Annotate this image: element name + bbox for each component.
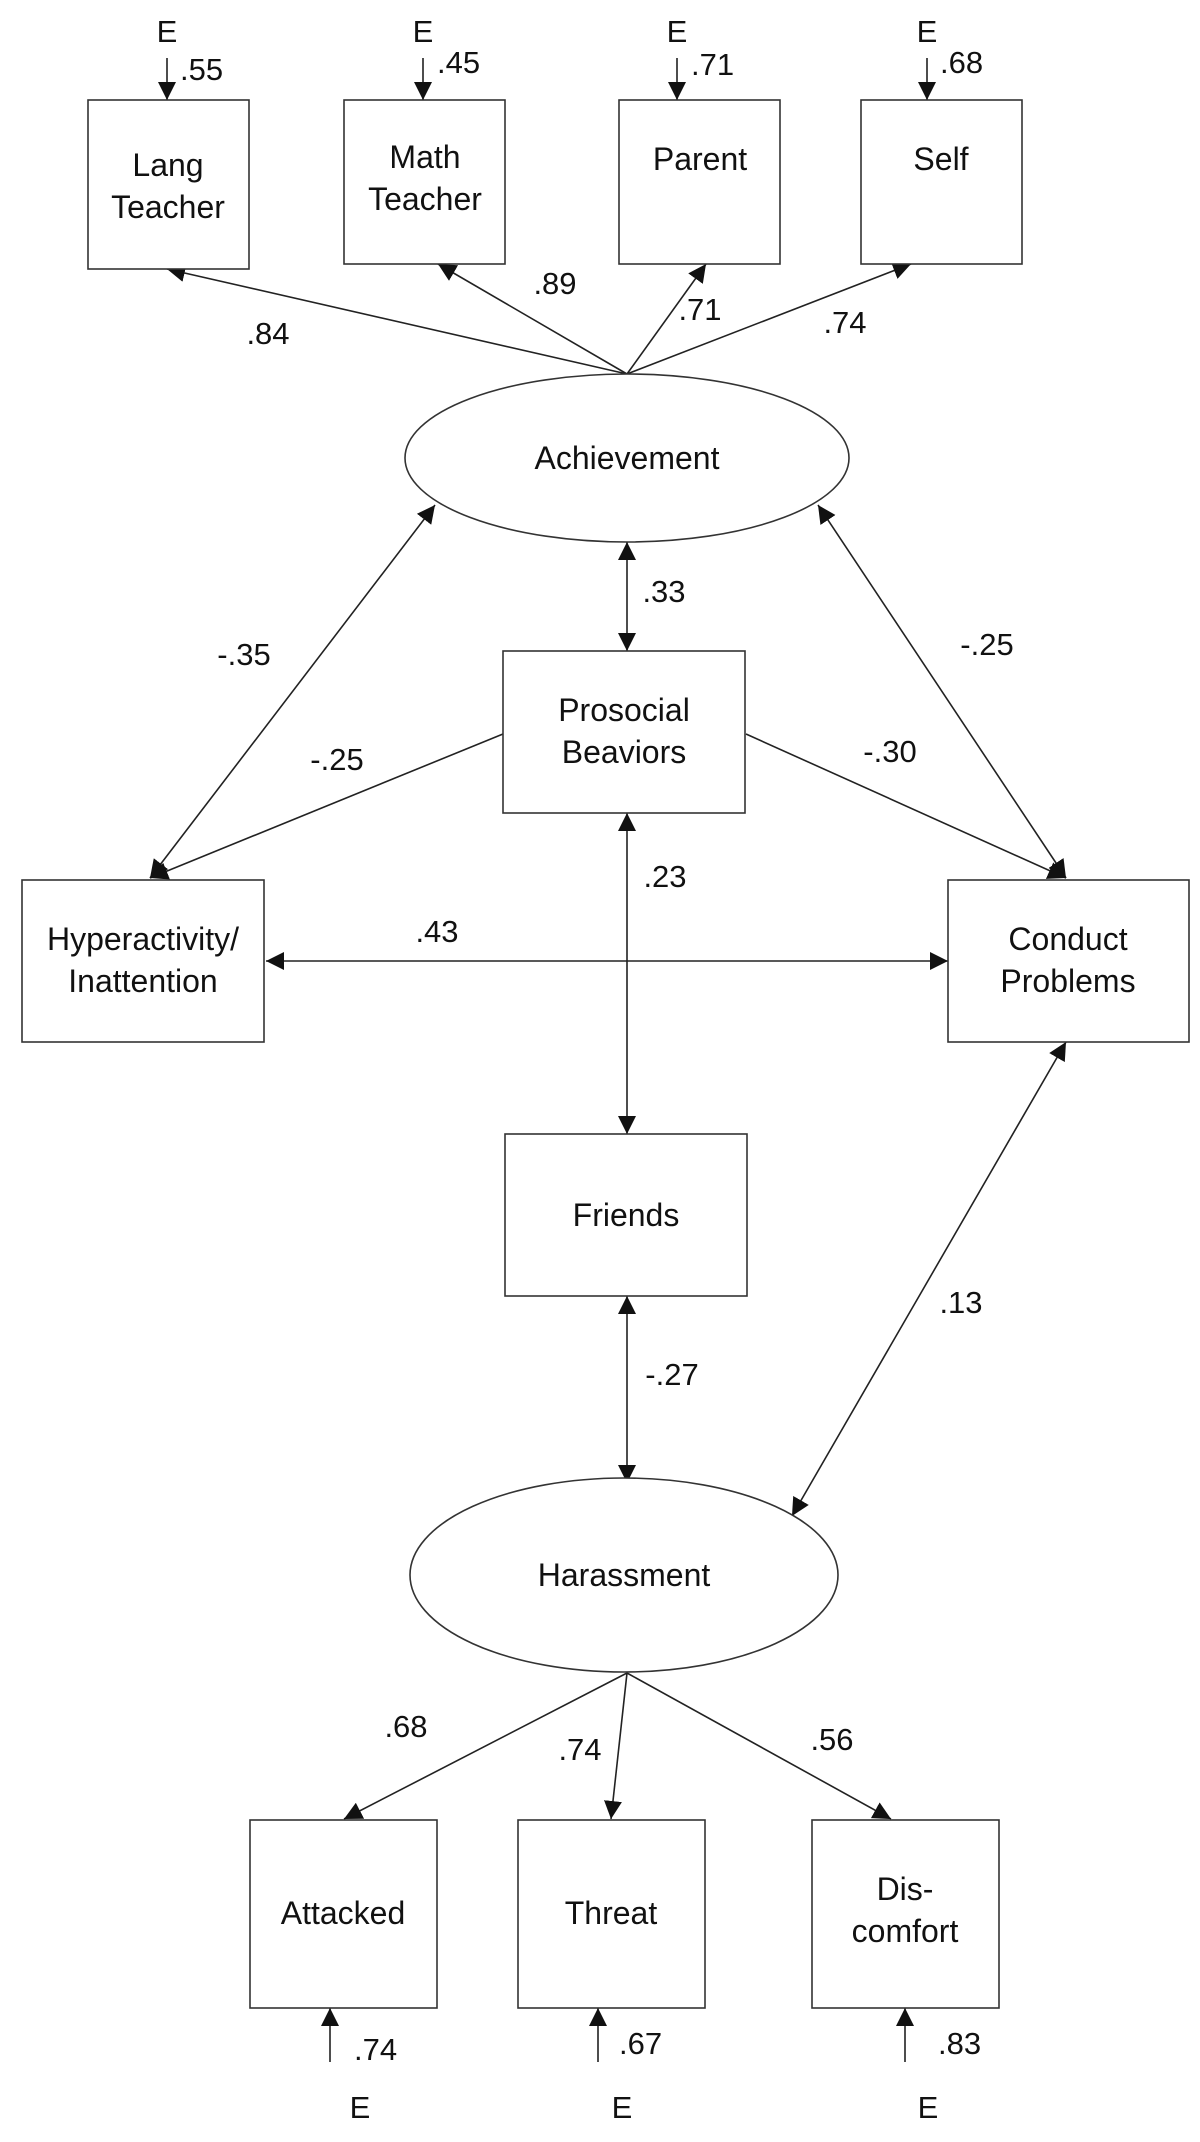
node-label-line-2: Teacher: [111, 189, 225, 225]
error-term-parent: E .71: [667, 14, 734, 100]
error-term-threat: .67 E: [589, 2008, 662, 2125]
coef-harassment-threat: .74: [558, 1732, 601, 1767]
edge-achievement-conduct: [817, 504, 1067, 879]
node-achievement: Achievement: [404, 373, 850, 543]
coef-prosocial-conduct: -.30: [863, 734, 916, 769]
coef-prosocial-friends: .23: [643, 859, 686, 894]
coef-achievement-lang-teacher: .84: [246, 316, 289, 351]
coef-achievement-conduct: -.25: [960, 627, 1013, 662]
node-parent: Parent: [618, 99, 781, 265]
node-conduct-problems: Conduct Problems: [947, 879, 1190, 1043]
node-label-line-2: Inattention: [68, 963, 217, 999]
error-variance-value: .45: [437, 45, 480, 80]
edge-achievement-math-teacher: [437, 263, 628, 375]
coef-achievement-parent: .71: [678, 292, 721, 327]
coef-achievement-prosocial: .33: [642, 574, 685, 609]
node-friends: Friends: [504, 1133, 748, 1297]
node-math-teacher: Math Teacher: [343, 99, 506, 265]
coef-conduct-harassment: .13: [939, 1285, 982, 1320]
node-label-line-2: comfort: [852, 1913, 959, 1949]
node-prosocial-behaviors: Prosocial Beaviors: [502, 650, 746, 814]
error-term-lang-teacher: E .55: [157, 14, 223, 100]
node-label-line-2: Teacher: [368, 181, 482, 217]
error-term-attacked: .74 E: [321, 2008, 397, 2125]
node-label-line-1: Dis-: [877, 1871, 934, 1907]
node-label-line-1: Threat: [565, 1895, 658, 1931]
node-label-line-1: Attacked: [281, 1895, 406, 1931]
node-label-line-1: Harassment: [538, 1557, 711, 1593]
node-label-line-1: Hyperactivity/: [47, 921, 239, 957]
error-term-discomfort: .83 E: [896, 2008, 981, 2125]
error-label: E: [918, 2090, 939, 2125]
node-self: Self: [860, 99, 1023, 265]
error-label: E: [917, 14, 938, 49]
coef-achievement-math-teacher: .89: [533, 266, 576, 301]
node-discomfort: Dis- comfort: [811, 1819, 1000, 2009]
node-hyperactivity-inattention: Hyperactivity/ Inattention: [21, 879, 265, 1043]
edge-prosocial-hyperactivity: [149, 733, 504, 880]
edge-achievement-self: [626, 262, 912, 375]
node-label-line-1: Math: [389, 139, 460, 175]
coef-harassment-discomfort: .56: [810, 1722, 853, 1757]
error-variance-value: .67: [619, 2026, 662, 2061]
coef-prosocial-hyperactivity: -.25: [310, 742, 363, 777]
error-label: E: [157, 14, 178, 49]
node-label-line-1: Self: [913, 141, 968, 177]
edge-harassment-attacked: [343, 1672, 628, 1820]
edge-achievement-hyperactivity: [149, 504, 436, 879]
coef-hyperactivity-conduct: .43: [415, 914, 458, 949]
node-label-line-1: Prosocial: [558, 692, 690, 728]
node-label-line-1: Conduct: [1008, 921, 1127, 957]
error-variance-value: .55: [180, 52, 223, 87]
node-label-line-1: Friends: [573, 1197, 680, 1233]
error-label: E: [350, 2090, 371, 2125]
coef-achievement-self: .74: [823, 305, 866, 340]
edge-harassment-discomfort: [626, 1672, 892, 1820]
error-variance-value: .83: [938, 2026, 981, 2061]
error-label: E: [667, 14, 688, 49]
error-variance-value: .68: [940, 45, 983, 80]
node-label-line-1: Parent: [653, 141, 747, 177]
node-threat: Threat: [517, 1819, 706, 2009]
error-label: E: [612, 2090, 633, 2125]
error-term-self: E .68: [917, 14, 983, 100]
coef-achievement-hyperactivity: -.35: [217, 637, 270, 672]
error-label: E: [413, 14, 434, 49]
edge-achievement-parent: [626, 263, 707, 375]
node-harassment: Harassment: [409, 1477, 839, 1673]
coef-harassment-attacked: .68: [384, 1709, 427, 1744]
edge-harassment-threat: [604, 1672, 628, 1820]
edge-prosocial-conduct: [745, 733, 1067, 879]
error-term-math-teacher: E .45: [413, 14, 480, 100]
node-label-line-2: Beaviors: [562, 734, 687, 770]
error-variance-value: .74: [354, 2032, 397, 2067]
error-variance-value: .71: [691, 47, 734, 82]
node-label-line-1: Achievement: [535, 440, 720, 476]
coef-friends-harassment: -.27: [645, 1357, 698, 1392]
node-lang-teacher: Lang Teacher: [87, 99, 250, 270]
node-label-line-1: Lang: [132, 147, 203, 183]
edge-achievement-lang-teacher: [166, 264, 628, 375]
node-attacked: Attacked: [249, 1819, 438, 2009]
edge-conduct-harassment: [791, 1041, 1067, 1517]
node-label-line-2: Problems: [1000, 963, 1135, 999]
